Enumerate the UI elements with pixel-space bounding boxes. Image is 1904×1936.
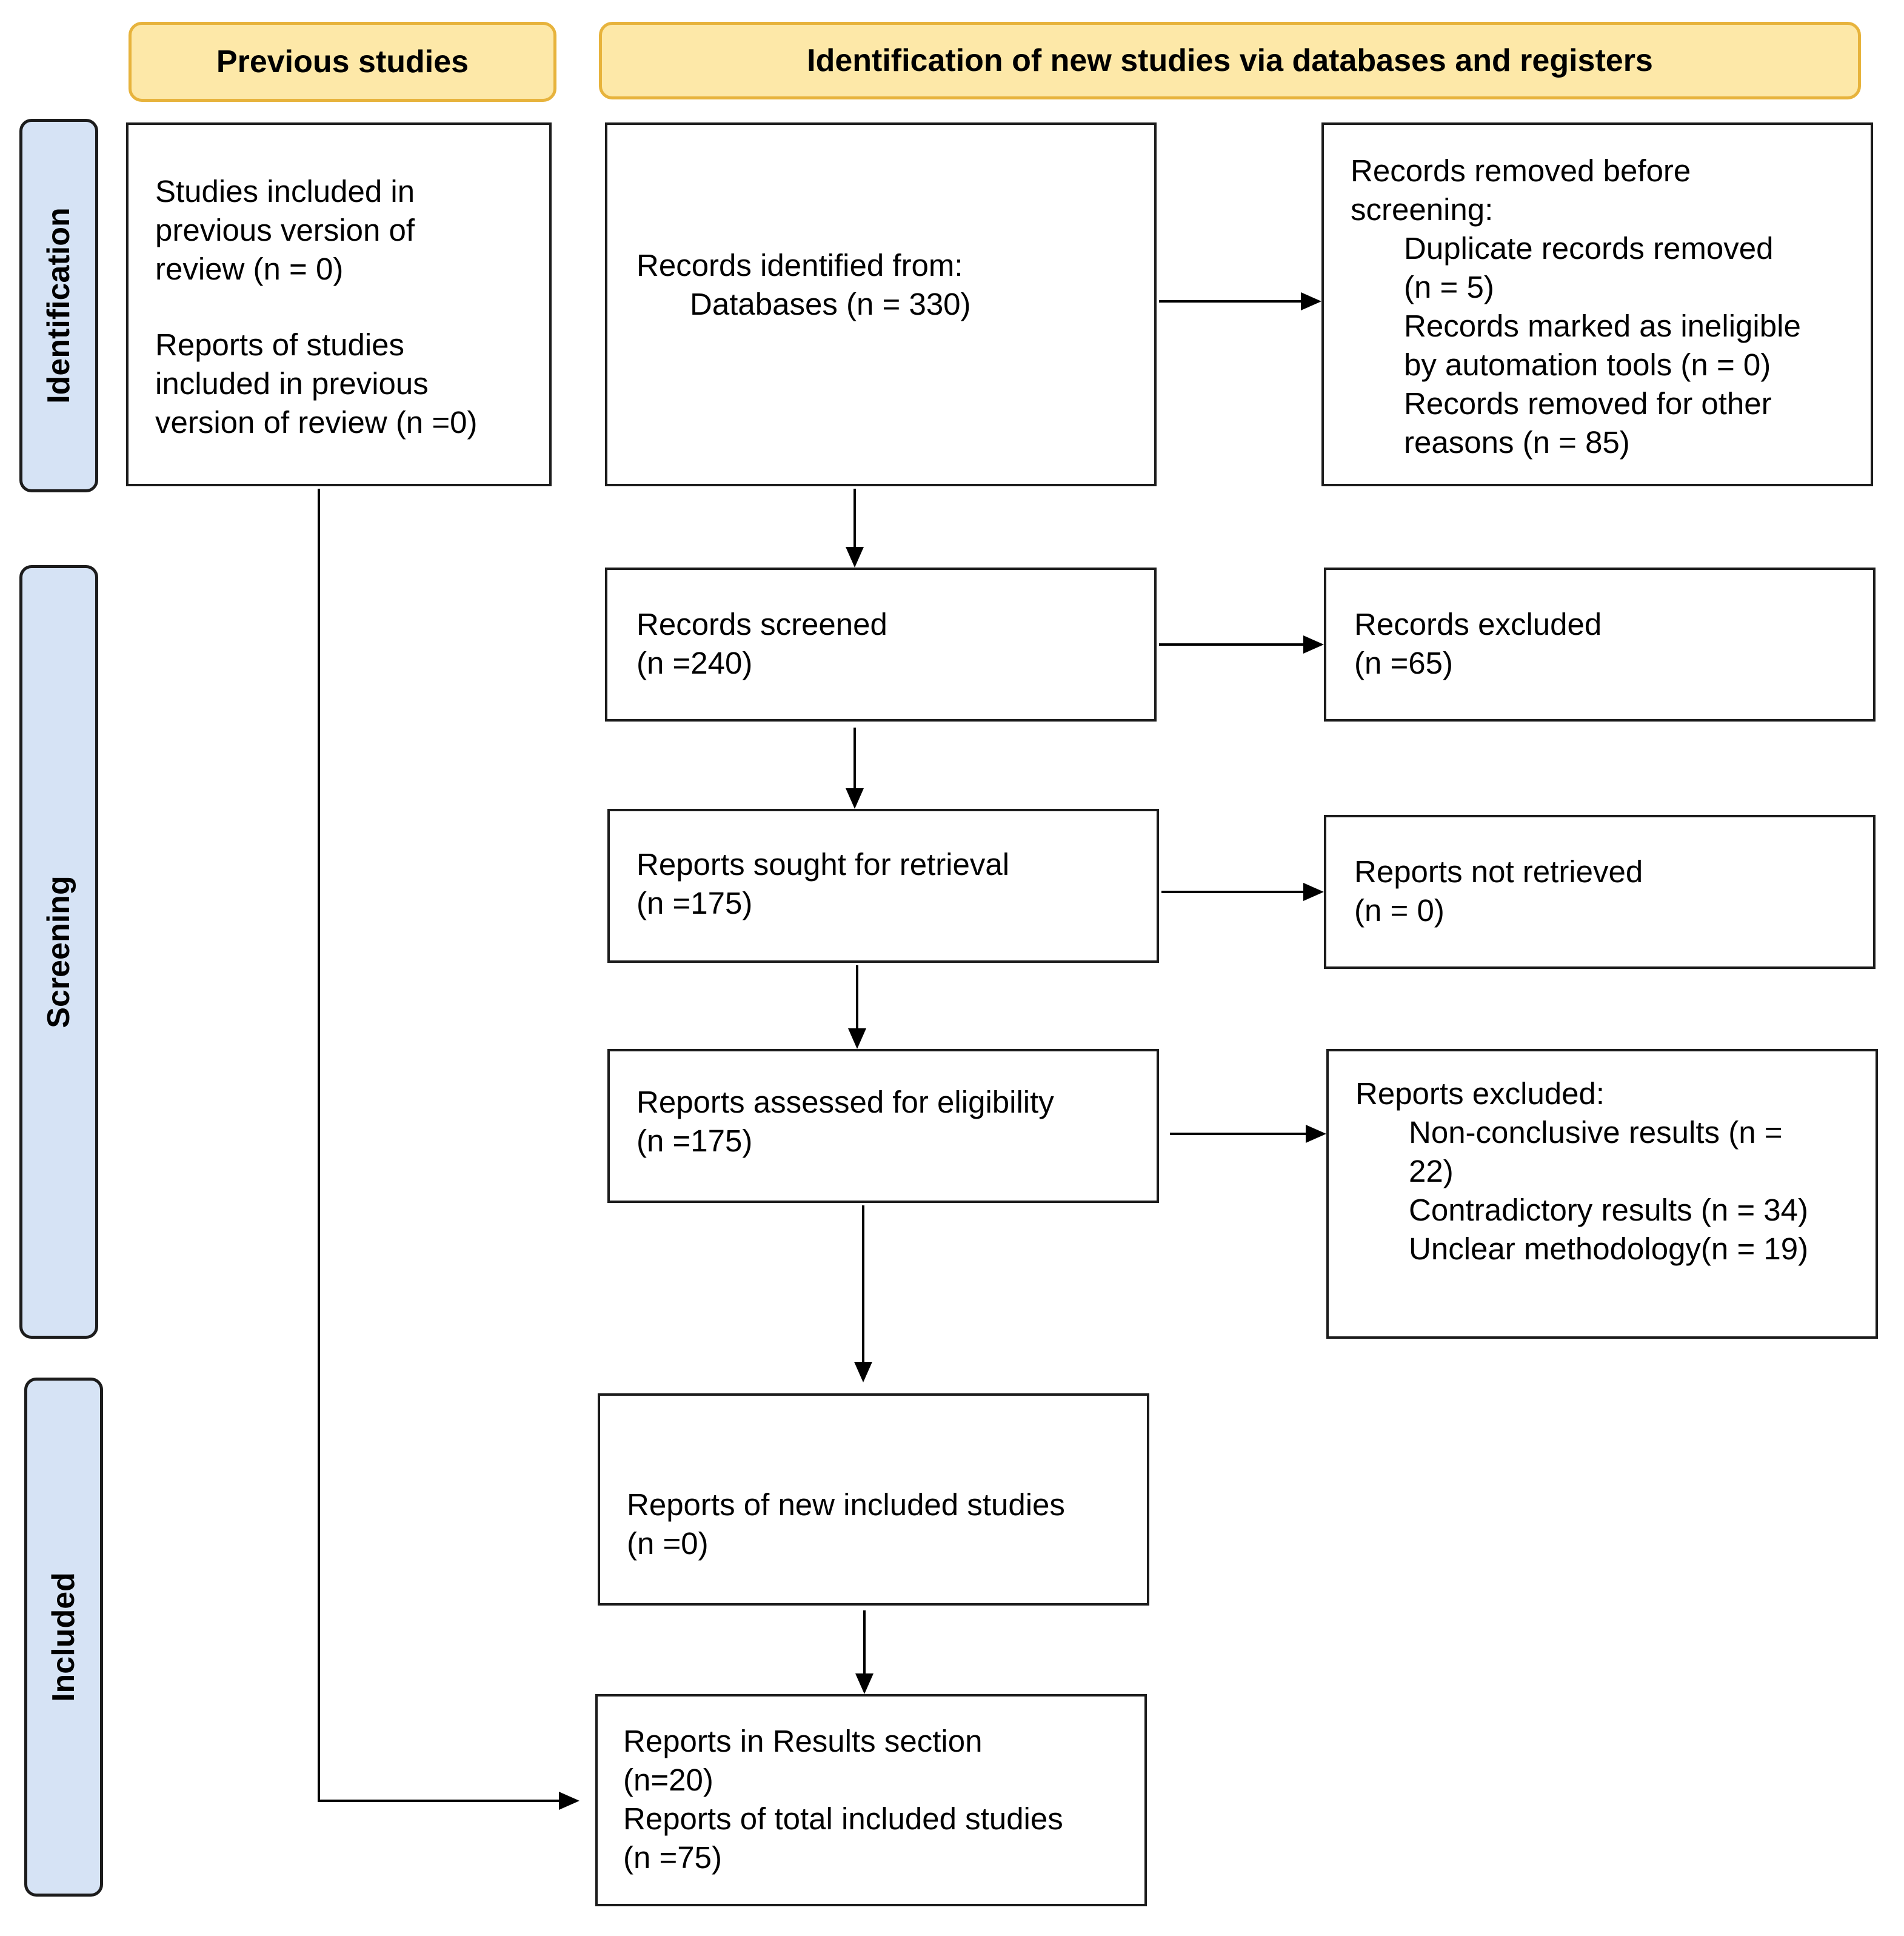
records-screened-box: Records screened (n =240) <box>605 568 1157 722</box>
reports-not-retrieved-label: Reports not retrieved <box>1354 854 1643 889</box>
previous-studies-line: included in previous <box>155 366 429 401</box>
reports-excluded-item: Unclear methodology(n = 19) <box>1409 1231 1809 1266</box>
records-identified-box: Records identified from: Databases (n = … <box>605 122 1157 486</box>
arrowhead <box>1306 1125 1326 1143</box>
results-section-line: (n=20) <box>623 1763 713 1797</box>
reports-assessed-label: Reports assessed for eligibility <box>636 1085 1054 1119</box>
records-excluded-label: Records excluded <box>1354 607 1602 641</box>
results-section-line: Reports in Results section <box>623 1724 983 1758</box>
records-removed-item: Records marked as ineligible <box>1404 309 1801 343</box>
previous-studies-line: Reports of studies <box>155 327 405 362</box>
records-removed-title: Records removed before <box>1351 153 1691 188</box>
records-identified-databases: Databases (n = 330) <box>690 287 971 321</box>
records-removed-box: Records removed before screening: Duplic… <box>1321 122 1873 486</box>
reports-sought-box: Reports sought for retrieval (n =175) <box>607 809 1159 963</box>
reports-sought-label: Reports sought for retrieval <box>636 847 1010 882</box>
results-section-box: Reports in Results section (n=20) Report… <box>595 1694 1147 1906</box>
arrowhead <box>855 1673 874 1694</box>
reports-not-retrieved-box: Reports not retrieved (n = 0) <box>1324 815 1876 969</box>
reports-assessed-count: (n =175) <box>636 1124 753 1158</box>
previous-studies-line: Studies included in <box>155 174 415 209</box>
reports-not-retrieved-count: (n = 0) <box>1354 893 1445 928</box>
reports-excluded-item: 22) <box>1409 1154 1454 1188</box>
records-removed-item: Duplicate records removed <box>1404 231 1774 266</box>
reports-excluded-box: Reports excluded: Non-conclusive results… <box>1326 1049 1878 1339</box>
arrowhead <box>1303 635 1324 654</box>
records-identified-title: Records identified from: <box>636 248 963 283</box>
arrowhead <box>559 1792 580 1810</box>
arrowhead <box>846 547 864 568</box>
results-section-line: Reports of total included studies <box>623 1801 1063 1836</box>
reports-sought-count: (n =175) <box>636 886 753 920</box>
records-excluded-box: Records excluded (n =65) <box>1324 568 1876 722</box>
arrowhead <box>848 1028 866 1049</box>
header-new-studies: Identification of new studies via databa… <box>599 22 1861 99</box>
new-included-count: (n =0) <box>627 1526 709 1561</box>
reports-excluded-item: Contradictory results (n = 34) <box>1409 1193 1809 1227</box>
previous-studies-line: previous version of <box>155 213 415 247</box>
arrowhead <box>854 1362 872 1382</box>
arrow-previous-to-results <box>318 489 567 1802</box>
records-removed-item: Records removed for other <box>1404 386 1772 421</box>
new-included-box: Reports of new included studies (n =0) <box>598 1393 1149 1606</box>
new-included-label: Reports of new included studies <box>627 1487 1065 1522</box>
arrowhead <box>1301 292 1321 310</box>
header-previous-studies: Previous studies <box>129 22 556 102</box>
arrowhead <box>1303 883 1324 901</box>
reports-assessed-box: Reports assessed for eligibility (n =175… <box>607 1049 1159 1203</box>
phase-included: Included <box>24 1378 103 1897</box>
previous-studies-line: review (n = 0) <box>155 252 344 286</box>
phase-screening: Screening <box>19 565 98 1339</box>
reports-excluded-title: Reports excluded: <box>1355 1076 1605 1111</box>
results-section-line: (n =75) <box>623 1840 723 1875</box>
records-removed-item: reasons (n = 85) <box>1404 425 1630 460</box>
records-removed-item: (n = 5) <box>1404 270 1494 304</box>
phase-identification: Identification <box>19 119 98 492</box>
arrowhead <box>846 788 864 809</box>
records-removed-title: screening: <box>1351 192 1494 227</box>
records-removed-item: by automation tools (n = 0) <box>1404 347 1771 382</box>
records-screened-label: Records screened <box>636 607 887 641</box>
previous-studies-line: version of review (n =0) <box>155 405 478 440</box>
reports-excluded-item: Non-conclusive results (n = <box>1409 1115 1783 1150</box>
previous-studies-box: Studies included in previous version of … <box>126 122 552 486</box>
records-excluded-count: (n =65) <box>1354 646 1454 680</box>
records-screened-count: (n =240) <box>636 646 753 680</box>
